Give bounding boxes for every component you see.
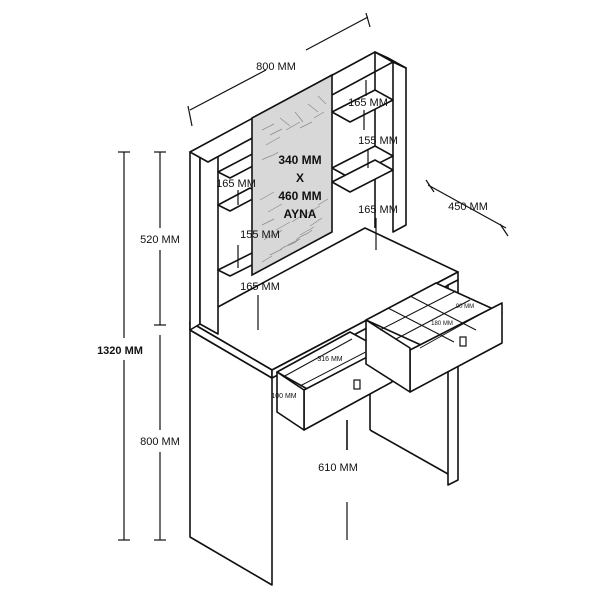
width-top-label: 800 MM <box>256 61 296 73</box>
drawer-width-label: 316 MM <box>317 356 342 363</box>
shelf-right-mid-label: 155 MM <box>358 135 398 147</box>
lower-height-label: 800 MM <box>140 436 180 448</box>
mirror-size-line-1: 340 MM <box>278 153 321 167</box>
lower-width-label: 610 MM <box>318 462 358 474</box>
shelf-left-top-label: 165 MM <box>216 178 256 190</box>
compartment-a-label: 180 MM <box>431 321 453 327</box>
mirror-panel <box>251 73 333 277</box>
right-drawer-compartments <box>379 290 489 349</box>
depth-line <box>427 184 507 229</box>
width-top-tick-left <box>187 105 193 127</box>
drawer-height-label: 100 MM <box>271 393 296 400</box>
back-leg-floor <box>369 429 449 475</box>
mirror-size-line-2: X <box>296 171 304 185</box>
upper-height-label: 520 MM <box>140 234 180 246</box>
shelf-left-bottom-label: 165 MM <box>240 281 280 293</box>
width-top-tick-right <box>365 12 371 28</box>
shelf-right-bottom-label: 165 MM <box>358 204 398 216</box>
hutch-left-side <box>189 146 201 331</box>
left-drawer-inner-1 <box>282 338 353 378</box>
depth-tick-a <box>425 179 435 193</box>
right-drawer-knob-icon <box>459 336 467 347</box>
right-shelf-1 <box>331 89 394 123</box>
width-top-line-left <box>189 69 267 111</box>
mirror-label: AYNA <box>284 207 317 221</box>
depth-tick-b <box>499 223 509 237</box>
total-height-label: 1320 MM <box>97 345 143 357</box>
hutch-top-right-cap <box>374 51 407 69</box>
right-drawer-left-wall <box>365 319 411 393</box>
shelf-right-top-label: 165 MM <box>348 97 388 109</box>
right-shelf-3 <box>331 159 394 193</box>
right-shelf-2 <box>331 145 394 179</box>
width-top-line-right <box>305 16 369 51</box>
left-drawer-left-wall <box>276 371 305 431</box>
left-drawer-knob-icon <box>353 379 361 390</box>
hutch-left-front <box>199 146 219 335</box>
shelf-left-mid-label: 155 MM <box>240 229 280 241</box>
mirror-size-line-3: 460 MM <box>278 189 321 203</box>
mirror-pattern <box>259 95 329 263</box>
depth-label: 450 MM <box>448 201 488 213</box>
compartment-b-label: 90 MM <box>456 304 474 310</box>
